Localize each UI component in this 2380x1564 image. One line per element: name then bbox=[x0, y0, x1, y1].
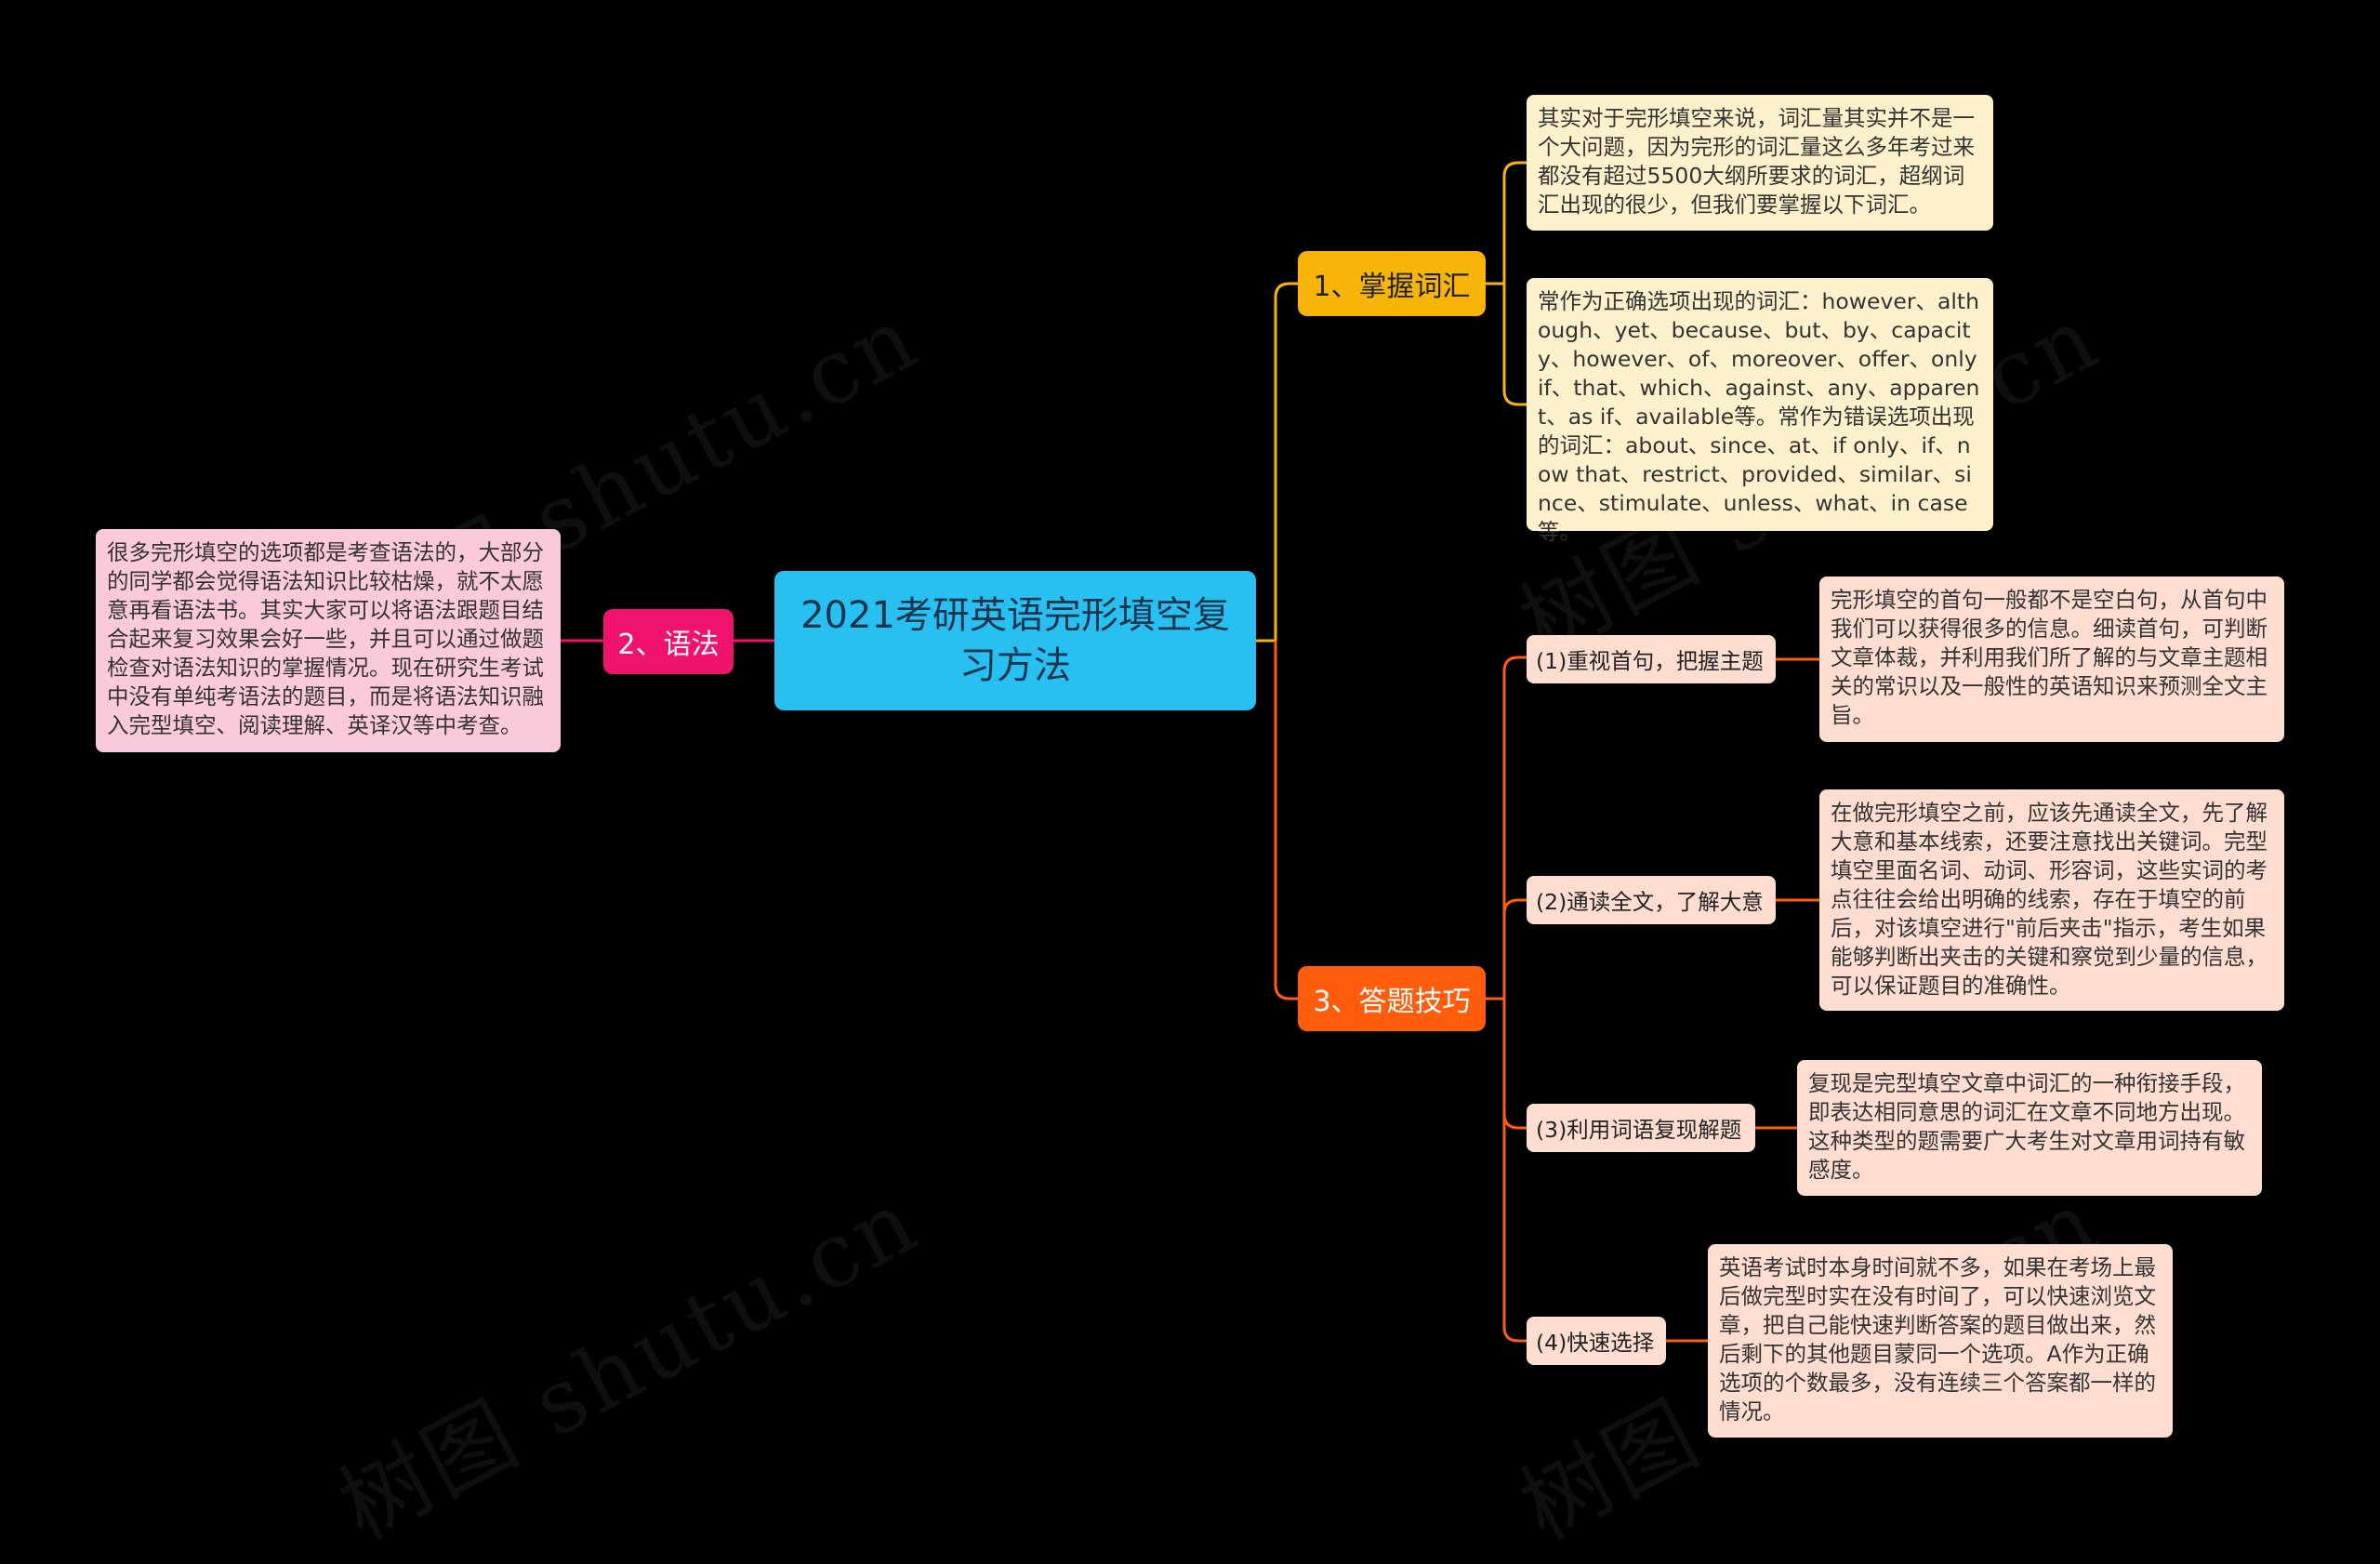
root-topic[interactable]: 2021考研英语完形填空复习方法 bbox=[774, 571, 1256, 710]
skill-item-2[interactable]: (2)通读全文，了解大意 bbox=[1527, 876, 1776, 924]
skill-item-1[interactable]: (1)重视首句，把握主题 bbox=[1527, 635, 1776, 683]
skill-note-2[interactable]: 在做完形填空之前，应该先通读全文，先了解大意和基本线索，还要注意找出关键词。完型… bbox=[1819, 789, 2284, 1011]
skill-item-4[interactable]: (4)快速选择 bbox=[1527, 1317, 1666, 1365]
watermark: 树图 shutu.cn bbox=[323, 1168, 936, 1560]
branch-vocab[interactable]: 1、掌握词汇 bbox=[1298, 251, 1486, 316]
vocab-note-1[interactable]: 其实对于完形填空来说，词汇量其实并不是一个大问题，因为完形的词汇量这么多年考过来… bbox=[1527, 95, 1993, 231]
skill-note-3[interactable]: 复现是完型填空文章中词汇的一种衔接手段，即表达相同意思的词汇在文章不同地方出现。… bbox=[1797, 1060, 2262, 1196]
skill-item-3[interactable]: (3)利用词语复现解题 bbox=[1527, 1104, 1755, 1152]
mindmap-canvas: 树图 shutu.cn 树图 shutu.cn 树图 shutu.cn 树图 s… bbox=[96, 95, 2284, 1559]
branch-grammar[interactable]: 2、语法 bbox=[603, 609, 734, 674]
branch-skills[interactable]: 3、答题技巧 bbox=[1298, 966, 1486, 1031]
vocab-note-2[interactable]: 常作为正确选项出现的词汇：however、although、yet、becaus… bbox=[1527, 278, 1993, 545]
skill-note-4[interactable]: 英语考试时本身时间就不多，如果在考场上最后做完型时实在没有时间了，可以快速浏览文… bbox=[1708, 1244, 2173, 1438]
grammar-note[interactable]: 很多完形填空的选项都是考查语法的，大部分的同学都会觉得语法知识比较枯燥，就不太愿… bbox=[96, 529, 561, 752]
skill-note-1[interactable]: 完形填空的首句一般都不是空白句，从首句中我们可以获得很多的信息。细读首句，可判断… bbox=[1819, 577, 2284, 742]
